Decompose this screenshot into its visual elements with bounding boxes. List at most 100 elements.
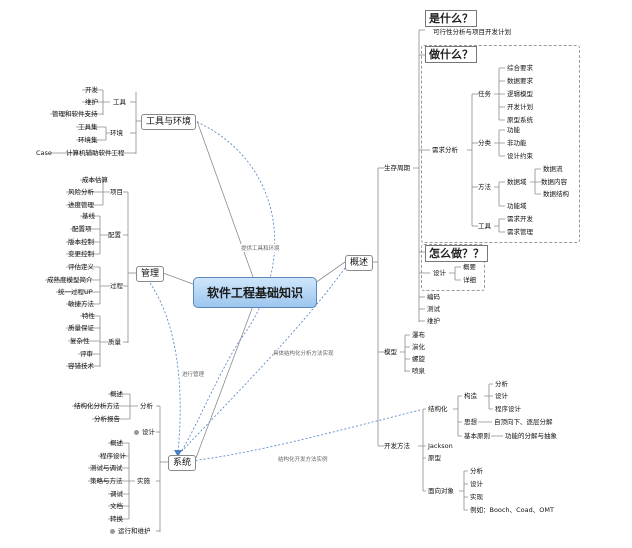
mgmt-quality-item[interactable]: 容错技术	[68, 362, 94, 370]
oo-item[interactable]: 例如：Booch、Coad、OMT	[470, 506, 554, 514]
class-item[interactable]: 功能	[507, 126, 520, 134]
mgmt-config-item[interactable]: 配置项	[72, 225, 92, 233]
system-practice-item[interactable]: 概述	[110, 439, 123, 447]
how-header[interactable]: 怎么做？？	[425, 245, 488, 262]
system-analysis-item[interactable]: 分析报告	[94, 415, 120, 423]
mgmt-config-label[interactable]: 配置	[108, 231, 121, 239]
branch-management[interactable]: 管理	[136, 266, 165, 282]
system-analysis-item[interactable]: 结构化分析方法	[74, 402, 120, 410]
system-practice-label[interactable]: 实施	[137, 477, 150, 485]
mgmt-quality-item[interactable]: 复杂性	[70, 337, 90, 345]
oo-item[interactable]: 设计	[470, 480, 483, 488]
todo-header[interactable]: 做什么？	[425, 46, 477, 63]
tools-tool-label[interactable]: 工具	[113, 98, 126, 106]
mgmt-project-item[interactable]: 风险分析	[68, 188, 94, 196]
system-practice-item[interactable]: 调试	[110, 490, 123, 498]
what-text[interactable]: 可行性分析与项目开发计划	[433, 28, 511, 36]
oo-label[interactable]: 面向对象	[428, 487, 454, 495]
tools-tool-item[interactable]: 管理和软件支持	[52, 110, 98, 118]
req-analysis-label[interactable]: 需求分析	[432, 146, 458, 154]
mgmt-process-item[interactable]: 敏捷方法	[68, 300, 94, 308]
system-ops-label[interactable]: 运行和维护	[118, 527, 151, 535]
mgmt-quality-label[interactable]: 质量	[108, 338, 121, 346]
system-practice-item[interactable]: 文档	[110, 502, 123, 510]
thought-label[interactable]: 思想	[464, 418, 477, 426]
class-item[interactable]: 设计约束	[507, 152, 533, 160]
system-practice-item[interactable]: 策略与方法	[90, 477, 123, 485]
mgmt-process-item[interactable]: 评估定义	[68, 263, 94, 271]
mgmt-process-item[interactable]: 成熟度模型简介	[47, 276, 93, 284]
task-item[interactable]: 逻辑模型	[507, 90, 533, 98]
mgmt-config-item[interactable]: 基线	[82, 212, 95, 220]
class-item[interactable]: 非功能	[507, 139, 527, 147]
branch-system[interactable]: 系统	[168, 455, 197, 471]
req-tool-item[interactable]: 需求管理	[507, 228, 533, 236]
system-practice-item[interactable]: 转换	[110, 515, 123, 523]
structure-item[interactable]: 程序设计	[495, 405, 521, 413]
tools-case-label[interactable]: Case	[36, 149, 52, 157]
structure-item[interactable]: 分析	[495, 380, 508, 388]
coding[interactable]: 编码	[427, 293, 440, 301]
structured-label[interactable]: 结构化	[428, 405, 448, 413]
system-practice-item[interactable]: 程序设计	[100, 452, 126, 460]
expand-dot-icon[interactable]	[110, 529, 115, 534]
req-tool-item[interactable]: 需求开发	[507, 215, 533, 223]
mgmt-quality-item[interactable]: 质量保证	[68, 324, 94, 332]
mgmt-config-item[interactable]: 版本控制	[68, 238, 94, 246]
task-label[interactable]: 任务	[478, 90, 491, 98]
system-analysis-label[interactable]: 分析	[140, 402, 153, 410]
method-label[interactable]: 方法	[478, 183, 491, 191]
mgmt-process-label[interactable]: 过程	[110, 282, 123, 290]
model-label[interactable]: 模型	[384, 348, 397, 356]
tools-env-item[interactable]: 环境集	[78, 136, 98, 144]
principle-text[interactable]: 功能的分解与抽象	[505, 432, 557, 440]
design-label[interactable]: 设计	[433, 269, 446, 277]
tools-case-text[interactable]: 计算机辅助软件工程	[66, 149, 125, 157]
oo-item[interactable]: 实现	[470, 493, 483, 501]
lifecycle-label[interactable]: 生存周期	[384, 164, 410, 172]
design-item[interactable]: 概要	[463, 263, 476, 271]
design-item[interactable]: 详细	[463, 276, 476, 284]
req-tool-label[interactable]: 工具	[478, 222, 491, 230]
data-domain-item[interactable]: 数据流	[543, 165, 563, 173]
system-practice-item[interactable]: 测试与调试	[90, 464, 123, 472]
system-design-label[interactable]: 设计	[142, 428, 155, 436]
task-item[interactable]: 数据要求	[507, 77, 533, 85]
mgmt-config-item[interactable]: 变更控制	[68, 250, 94, 258]
task-item[interactable]: 综合要求	[507, 64, 533, 72]
data-domain-label[interactable]: 数据域	[507, 178, 527, 186]
tools-env-item[interactable]: 工具集	[78, 123, 98, 131]
central-topic[interactable]: 软件工程基础知识	[193, 277, 317, 308]
model-item[interactable]: 瀑布	[412, 331, 425, 339]
prototype[interactable]: 原型	[428, 454, 441, 462]
devmethod-label[interactable]: 开发方法	[384, 442, 410, 450]
mgmt-quality-item[interactable]: 特性	[82, 312, 95, 320]
tools-tool-item[interactable]: 开发	[85, 86, 98, 94]
class-label[interactable]: 分类	[478, 139, 491, 147]
data-domain-item[interactable]: 数据内容	[541, 178, 567, 186]
mgmt-project-label[interactable]: 项目	[110, 188, 123, 196]
testing[interactable]: 测试	[427, 305, 440, 313]
what-header[interactable]: 是什么？	[425, 10, 477, 27]
structure-item[interactable]: 设计	[495, 392, 508, 400]
tools-env-label[interactable]: 环境	[110, 129, 123, 137]
task-item[interactable]: 开发计划	[507, 103, 533, 111]
tools-tool-item[interactable]: 维护	[85, 98, 98, 106]
data-domain-item[interactable]: 数据结构	[543, 190, 569, 198]
maintenance[interactable]: 维护	[427, 317, 440, 325]
branch-tools[interactable]: 工具与环境	[141, 114, 197, 130]
mgmt-quality-item[interactable]: 评审	[80, 350, 93, 358]
mgmt-process-item[interactable]: 统一过程UP	[58, 288, 93, 296]
structure-label[interactable]: 构造	[464, 392, 477, 400]
principle-label[interactable]: 基本原则	[464, 432, 490, 440]
expand-dot-icon[interactable]	[134, 430, 139, 435]
model-item[interactable]: 喷泉	[412, 367, 425, 375]
mgmt-project-item[interactable]: 进度管理	[68, 201, 94, 209]
jackson[interactable]: Jackson	[428, 442, 453, 450]
model-item[interactable]: 演化	[412, 343, 425, 351]
oo-item[interactable]: 分析	[470, 467, 483, 475]
thought-text[interactable]: 自顶向下、逐层分解	[494, 418, 553, 426]
mgmt-project-item[interactable]: 成本估算	[82, 176, 108, 184]
task-item[interactable]: 原型系统	[507, 116, 533, 124]
branch-overview[interactable]: 概述	[345, 255, 374, 271]
